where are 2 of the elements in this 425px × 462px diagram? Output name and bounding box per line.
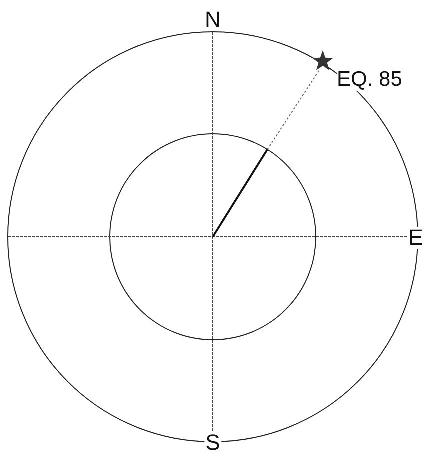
marker-caption: EQ. 85 <box>337 69 402 91</box>
compass-label: E <box>408 227 424 249</box>
